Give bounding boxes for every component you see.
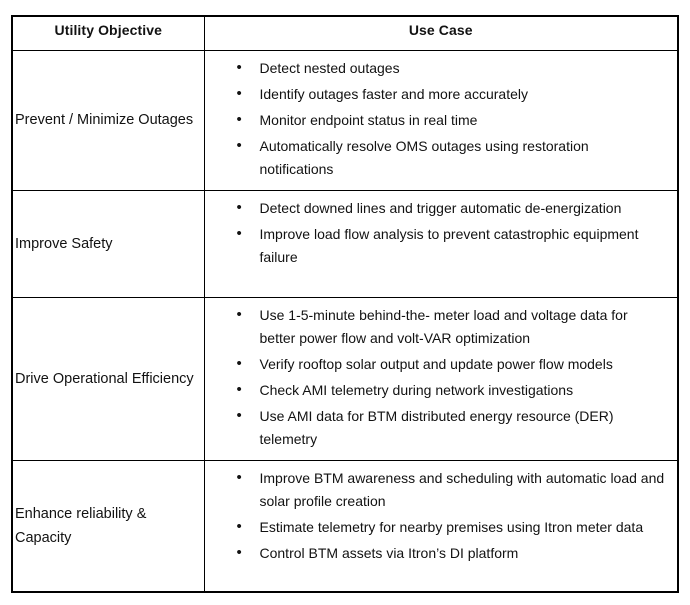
table-row: Prevent / Minimize Outages Detect nested…: [11, 49, 679, 191]
use-case-item: Verify rooftop solar output and update p…: [237, 352, 666, 376]
header-utility-objective: Utility Objective: [11, 15, 205, 51]
objective-cell: Enhance reliability & Capacity: [11, 459, 205, 593]
table-row: Drive Operational Efficiency Use 1-5-min…: [11, 296, 679, 461]
use-case-item: Use 1-5-minute behind-the- meter load an…: [237, 303, 666, 350]
use-case-list: Improve BTM awareness and scheduling wit…: [205, 466, 666, 565]
table-row: Enhance reliability & Capacity Improve B…: [11, 459, 679, 593]
use-case-item: Monitor endpoint status in real time: [237, 108, 666, 132]
use-case-cell: Detect nested outages Identify outages f…: [203, 49, 679, 191]
use-case-item: Use AMI data for BTM distributed energy …: [237, 404, 666, 451]
use-case-list: Detect downed lines and trigger automati…: [205, 196, 666, 269]
use-case-item: Improve load flow analysis to prevent ca…: [237, 222, 666, 269]
use-case-item: Detect downed lines and trigger automati…: [237, 196, 666, 220]
header-row: Utility Objective Use Case: [11, 15, 679, 51]
table-row: Improve Safety Detect downed lines and t…: [11, 189, 679, 298]
objective-cell: Drive Operational Efficiency: [11, 296, 205, 461]
use-case-item: Estimate telemetry for nearby premises u…: [237, 515, 666, 539]
utility-use-case-table: Utility Objective Use Case Prevent / Min…: [11, 15, 679, 593]
use-case-item: Detect nested outages: [237, 56, 666, 80]
use-case-item: Automatically resolve OMS outages using …: [237, 134, 666, 181]
use-case-cell: Detect downed lines and trigger automati…: [203, 189, 679, 298]
use-case-item: Improve BTM awareness and scheduling wit…: [237, 466, 666, 513]
use-case-cell: Improve BTM awareness and scheduling wit…: [203, 459, 679, 593]
use-case-cell: Use 1-5-minute behind-the- meter load an…: [203, 296, 679, 461]
objective-cell: Prevent / Minimize Outages: [11, 49, 205, 191]
use-case-item: Control BTM assets via Itron’s DI platfo…: [237, 541, 666, 565]
use-case-list: Detect nested outages Identify outages f…: [205, 56, 666, 181]
use-case-list: Use 1-5-minute behind-the- meter load an…: [205, 303, 666, 451]
header-use-case: Use Case: [203, 15, 679, 51]
objective-cell: Improve Safety: [11, 189, 205, 298]
use-case-item: Identify outages faster and more accurat…: [237, 82, 666, 106]
use-case-item: Check AMI telemetry during network inves…: [237, 378, 666, 402]
